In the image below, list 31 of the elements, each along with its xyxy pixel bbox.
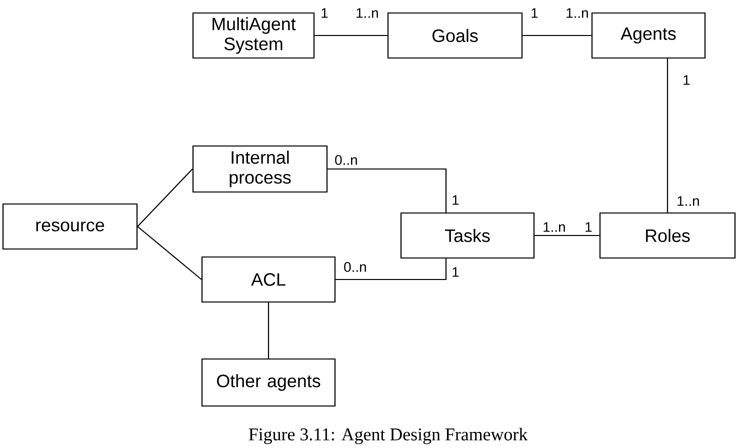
entity-box: Tasks	[400, 212, 535, 259]
entity-box: Internal process	[192, 145, 328, 193]
multiplicity-label: 1	[684, 75, 690, 85]
multiplicity-label: 1	[452, 195, 459, 205]
connector-line	[268, 302, 270, 358]
connector-line	[522, 34, 592, 36]
connector-line	[314, 34, 388, 36]
multiplicity-label: 1..n	[678, 196, 699, 206]
connector-line	[137, 226, 202, 280]
multiplicity-label: 1..n	[356, 8, 378, 18]
caption: Figure 3.11: Agent Design Framework	[248, 428, 528, 444]
multiplicity-label: 1..n	[544, 222, 565, 232]
multiplicity-label: 1	[322, 8, 328, 18]
multiplicity-label: 1	[452, 267, 459, 277]
connector-line	[666, 58, 668, 212]
entity-box: Goals	[387, 12, 523, 59]
connector-line	[137, 168, 193, 227]
entity-box: MultiAgent System	[192, 12, 315, 59]
entity-box: Agents	[591, 12, 706, 59]
entity-box: ACL	[201, 256, 336, 303]
multiplicity-label: 1	[586, 222, 592, 232]
entity-box: resource	[2, 203, 138, 250]
multiplicity-label: 0..n	[344, 262, 366, 272]
entity-box: Other agents	[201, 358, 336, 407]
connector-line	[336, 258, 447, 280]
entity-box: Roles	[599, 212, 736, 259]
multiplicity-label: 1..n	[566, 8, 588, 18]
multiplicity-label: 0..n	[335, 155, 357, 165]
connector-line	[328, 168, 447, 212]
connector-line	[534, 234, 600, 236]
multiplicity-label: 1	[532, 8, 538, 18]
